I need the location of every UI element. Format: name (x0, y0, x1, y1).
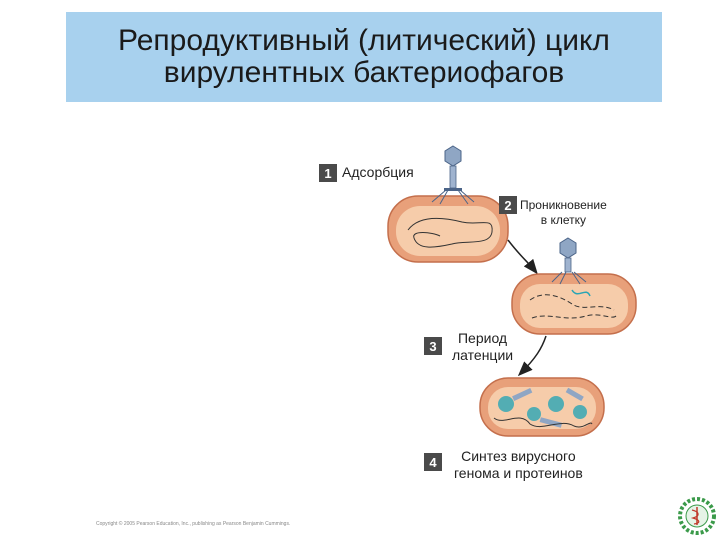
step-3-label-line-2: латенции (452, 347, 514, 363)
step-4-label: Синтез вирусного генома и протеинов (454, 448, 583, 482)
step-2-label: Проникновение в клетку (520, 198, 607, 228)
bacterial-cell-synthesis (479, 377, 605, 437)
step-1-label: Адсорбция (342, 164, 414, 181)
step-4-badge: 4 (424, 453, 442, 471)
bacterial-cell-adsorption (387, 195, 509, 263)
arrow-adsorption-to-penetration (507, 239, 538, 275)
title-line-1: Репродуктивный (литический) цикл (118, 24, 610, 57)
caduceus-emblem-icon (678, 497, 716, 535)
step-3-label-line-1: Период (457, 330, 508, 346)
arrow-penetration-to-latency (517, 335, 547, 377)
copyright-notice: Copyright © 2005 Pearson Education, Inc.… (96, 521, 291, 527)
bacteriophage-adsorbing (431, 145, 475, 205)
title-banner: Репродуктивный (литический) цикл вирулен… (66, 12, 662, 102)
step-2-label-line-2: в клетку (540, 213, 587, 227)
step-4-label-line-2: генома и протеинов (454, 465, 583, 481)
step-2-badge: 2 (499, 196, 517, 214)
bacterial-cell-penetration (511, 273, 637, 335)
step-3-label: Период латенции (452, 330, 513, 364)
step-4-label-line-1: Синтез вирусного (461, 448, 576, 464)
title-line-2: вирулентных бактериофагов (163, 56, 565, 89)
step-3-badge: 3 (424, 337, 442, 355)
step-1-label-line-1: Адсорбция (342, 164, 414, 180)
step-1-badge: 1 (319, 164, 337, 182)
step-2-label-line-1: Проникновение (520, 198, 607, 212)
bacteriophage-injecting (551, 237, 587, 285)
